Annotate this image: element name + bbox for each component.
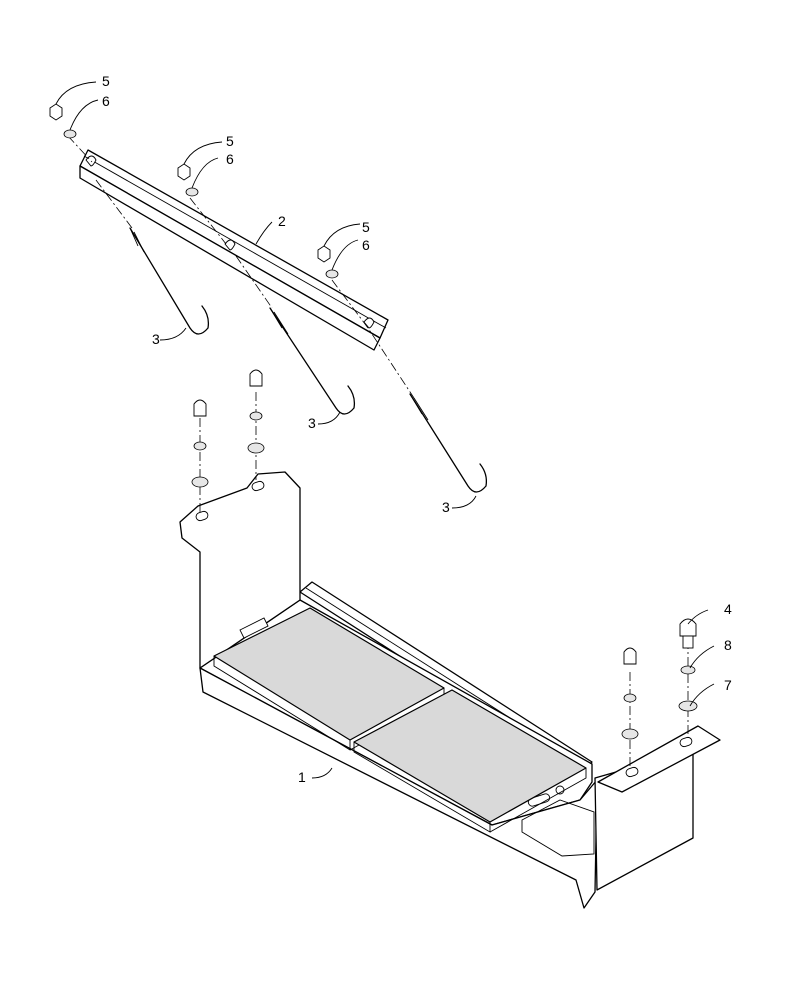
callout-4: 4 xyxy=(724,601,732,617)
callout-5a: 5 xyxy=(102,73,110,89)
lock-washer xyxy=(63,129,339,279)
flat-washer xyxy=(191,411,698,740)
hold-down-bracket xyxy=(79,149,389,351)
hex-nut xyxy=(49,103,331,263)
callout-6b: 6 xyxy=(226,151,234,167)
callout-3b: 3 xyxy=(308,415,316,431)
callout-6a: 6 xyxy=(102,93,110,109)
callout-7: 7 xyxy=(724,677,732,693)
lock-washer-lower xyxy=(680,665,696,675)
callout-8: 8 xyxy=(724,637,732,653)
callout-3a: 3 xyxy=(152,331,160,347)
leaders xyxy=(55,81,715,779)
callout-labels: 1 2 3 3 3 4 5 6 5 6 5 6 7 8 xyxy=(102,73,732,785)
callout-5c: 5 xyxy=(362,219,370,235)
callout-1: 1 xyxy=(298,769,306,785)
battery-tray xyxy=(179,471,721,909)
callout-6c: 6 xyxy=(362,237,370,253)
callout-5b: 5 xyxy=(226,133,234,149)
centerlines xyxy=(67,135,689,768)
j-bolt xyxy=(129,227,488,493)
carriage-bolt xyxy=(193,369,697,665)
callout-2: 2 xyxy=(278,213,286,229)
callout-3c: 3 xyxy=(442,499,450,515)
